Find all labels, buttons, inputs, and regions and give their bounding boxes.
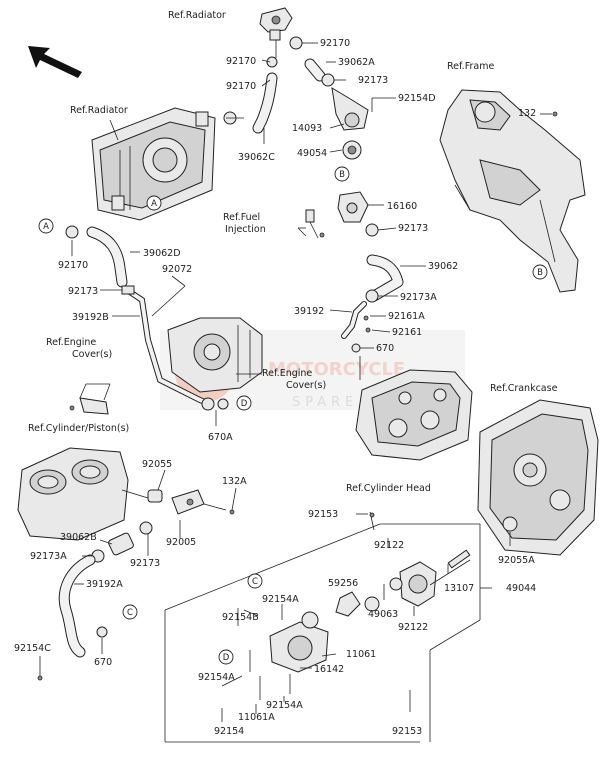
marker-d-2: D (218, 649, 234, 665)
part-92153: 92153 (392, 726, 422, 737)
part-92173a: 92173A (400, 292, 437, 303)
marker-a-2: A (146, 195, 162, 211)
part-92055a: 92055A (498, 555, 535, 566)
part-92170: 92170 (58, 260, 88, 271)
part-92170: 92170 (226, 56, 256, 67)
ref-cylinder-piston: Ref.Cylinder/Piston(s) (28, 423, 129, 434)
svg-text:A: A (151, 199, 157, 209)
ref-fuel-injection-line2: Injection (225, 224, 266, 235)
part-13107: 13107 (444, 583, 474, 594)
ref-engine-cover-right-line2: Cover(s) (286, 380, 326, 391)
part-39062b: 39062B (60, 532, 97, 543)
part-92055: 92055 (142, 459, 172, 470)
part-92072: 92072 (162, 264, 192, 275)
marker-d-1: D (236, 395, 252, 411)
part-59256: 59256 (328, 578, 358, 589)
part-92161: 92161 (392, 327, 422, 338)
part-11061a: 11061A (238, 712, 275, 723)
ref-fuel-injection-line1: Ref.Fuel (223, 212, 260, 223)
part-92122: 92122 (374, 540, 404, 551)
part-92154a: 92154A (198, 672, 235, 683)
radiator-illustration (91, 107, 216, 221)
svg-text:B: B (339, 170, 345, 180)
part-39062c: 39062C (238, 152, 275, 163)
marker-b-2: B (532, 264, 548, 280)
marker-c-2: C (247, 573, 263, 589)
ref-frame: Ref.Frame (447, 61, 494, 72)
ref-engine-cover-left-line2: Cover(s) (72, 349, 112, 360)
part-16160: 16160 (387, 201, 417, 212)
thermostat-housing (321, 73, 379, 237)
part-92154: 92154 (214, 726, 244, 737)
marker-b-1: B (334, 166, 350, 182)
engine-cover-illustration (167, 317, 263, 393)
svg-text:C: C (252, 577, 258, 587)
part-39192: 39192 (294, 306, 324, 317)
svg-text:A: A (43, 222, 49, 232)
part-11061: 11061 (346, 649, 376, 660)
ref-engine-cover-left-line1: Ref.Engine (46, 337, 96, 348)
ref-radiator-left: Ref.Radiator (70, 105, 128, 116)
part-39062a: 39062A (338, 57, 375, 68)
part-39192b: 39192B (72, 312, 109, 323)
svg-text:D: D (223, 653, 230, 663)
part-92005: 92005 (166, 537, 196, 548)
part-39062: 39062 (428, 261, 458, 272)
part-92170: 92170 (320, 38, 350, 49)
part-92154b: 92154B (222, 612, 259, 623)
part-92154d: 92154D (398, 93, 436, 104)
part-92154a: 92154A (262, 594, 299, 605)
cylinder-piston-illustration (17, 447, 129, 541)
part-92173: 92173 (398, 223, 428, 234)
ref-radiator-top: Ref.Radiator (168, 10, 226, 21)
leader-lines (39, 40, 552, 714)
part-92154a: 92154A (266, 700, 303, 711)
part-39192a: 39192A (86, 579, 123, 590)
svg-text:B: B (537, 268, 543, 278)
part-92173: 92173 (68, 286, 98, 297)
part-92173: 92173 (130, 558, 160, 569)
water-pump-assembly (221, 511, 518, 722)
watermark-line-1: MOTORCYCLE (268, 359, 405, 380)
radiator-cap-assembly (259, 7, 303, 68)
part-670a: 670A (208, 432, 233, 443)
part-670: 670 (94, 657, 112, 668)
frame-illustration (439, 89, 586, 293)
part-92153: 92153 (308, 509, 338, 520)
ref-cylinder-head: Ref.Cylinder Head (346, 483, 431, 494)
part-92154c: 92154C (14, 643, 51, 654)
part-132: 132 (518, 108, 536, 119)
part-49054: 49054 (297, 148, 327, 159)
crankcase-illustration (477, 399, 599, 556)
watermark-line-2: SPARE (292, 395, 358, 410)
part-14093: 14093 (292, 123, 322, 134)
front-direction-arrow-icon (28, 46, 82, 78)
part-92170: 92170 (226, 81, 256, 92)
marker-a-1: A (38, 218, 54, 234)
part-92173a: 92173A (30, 551, 67, 562)
svg-text:D: D (241, 399, 248, 409)
part-132a: 132A (222, 476, 247, 487)
ref-crankcase: Ref.Crankcase (490, 383, 558, 394)
marker-c-1: C (122, 604, 138, 620)
part-39062d: 39062D (143, 248, 181, 259)
fuel-injection-bolt (305, 209, 325, 239)
part-92122: 92122 (398, 622, 428, 633)
ref-engine-cover-right-line1: Ref.Engine (262, 368, 312, 379)
part-92161a: 92161A (388, 311, 425, 322)
part-49044: 49044 (506, 583, 536, 594)
part-670: 670 (376, 343, 394, 354)
water-pump-group-outline (164, 523, 481, 743)
svg-text:C: C (127, 608, 133, 618)
cylinder-head-illustration (355, 369, 473, 461)
part-16142: 16142 (314, 664, 344, 675)
part-49063: 49063 (368, 609, 398, 620)
part-92173: 92173 (358, 75, 388, 86)
